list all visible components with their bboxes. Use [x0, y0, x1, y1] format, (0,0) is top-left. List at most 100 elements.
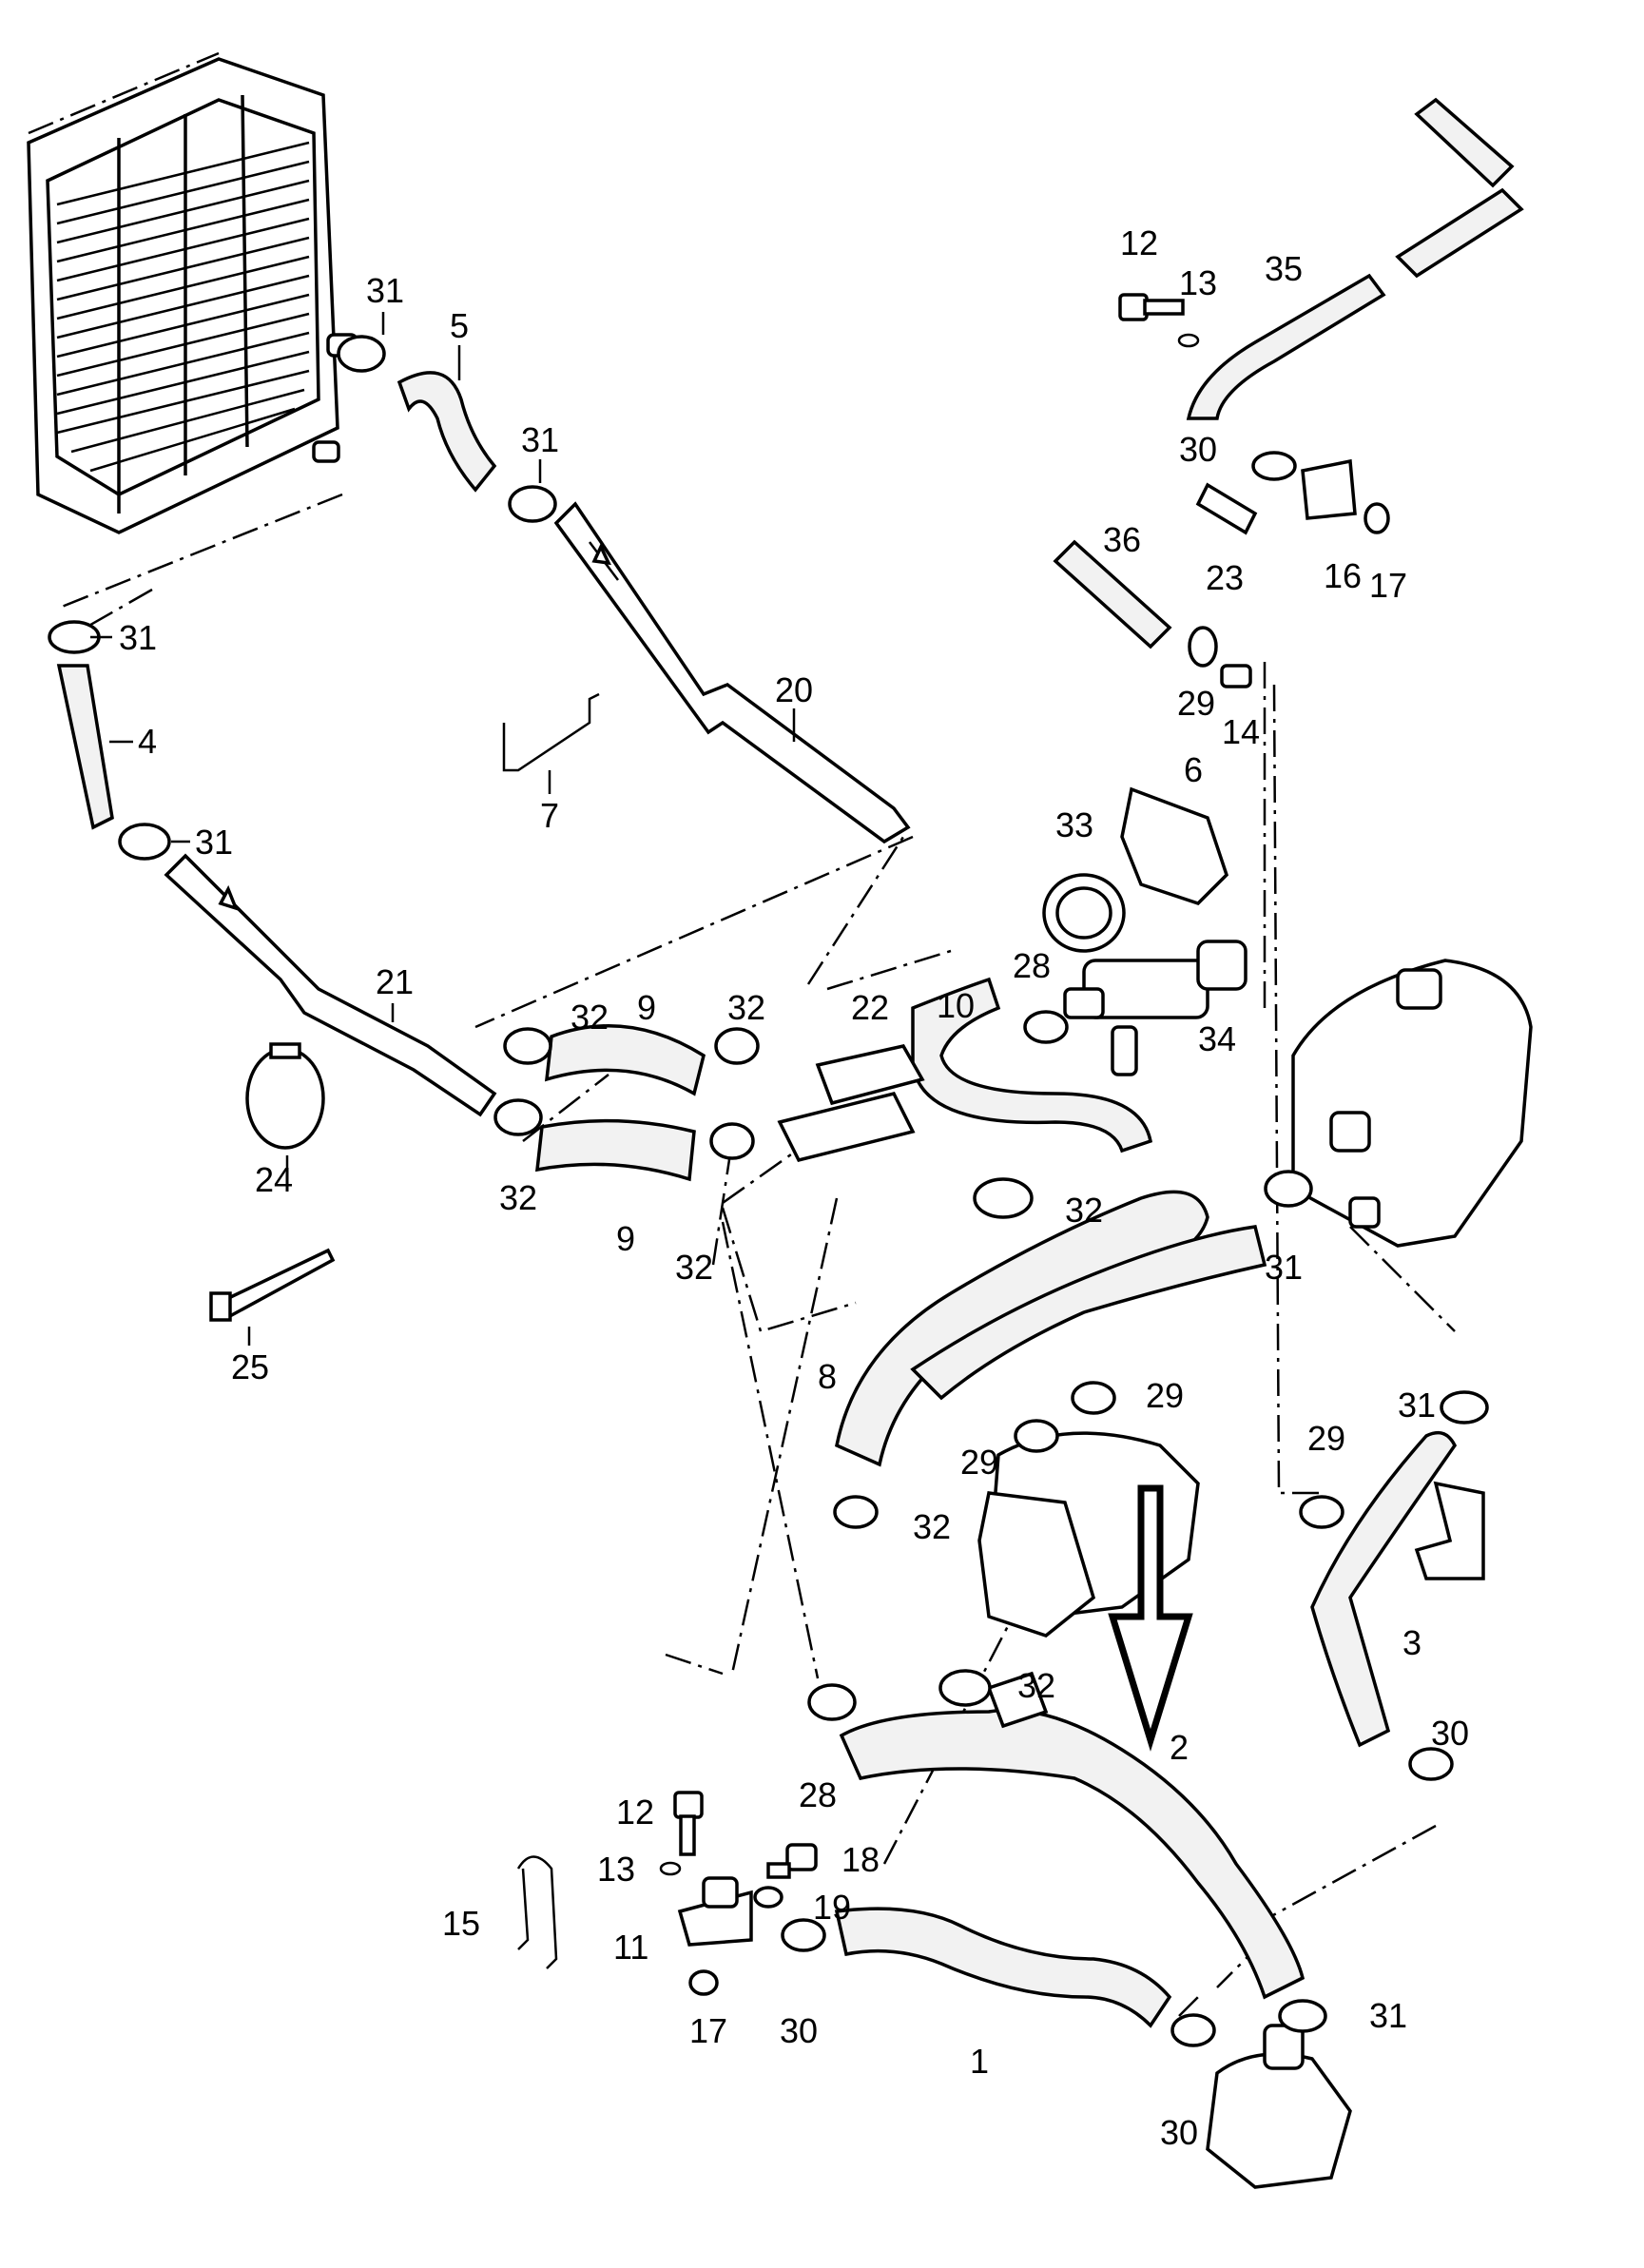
- hose-clamp: [1071, 1381, 1116, 1415]
- callout-11: 11: [613, 1928, 648, 1967]
- oil-cooler: [977, 1431, 1200, 1638]
- hose-35: [1186, 97, 1524, 420]
- callout-29: 29: [1177, 684, 1215, 723]
- callout-29: 29: [1146, 1376, 1184, 1415]
- seal-17-bottom: [688, 1969, 719, 1996]
- hose-clip-24: [245, 1042, 325, 1150]
- callout-32: 32: [913, 1507, 951, 1546]
- hose-clamp: [938, 1669, 992, 1707]
- callout-5: 5: [450, 306, 469, 345]
- pipe-connector-22: [777, 1044, 925, 1163]
- hose-9-lower: [534, 1118, 696, 1182]
- callout-32: 32: [727, 988, 765, 1027]
- callout-33: 33: [1055, 805, 1093, 844]
- clip-15: [516, 1855, 558, 1969]
- bolt-12-top: [1118, 293, 1185, 321]
- callout-31: 31: [1265, 1248, 1303, 1287]
- callout-2: 2: [1170, 1728, 1189, 1767]
- hose-5: [396, 371, 497, 493]
- callout-14: 14: [1222, 712, 1260, 751]
- pipe-20: [553, 501, 911, 844]
- callout-31: 31: [195, 823, 233, 862]
- flange-16: [1301, 458, 1357, 520]
- callout-31: 31: [366, 271, 404, 310]
- callout-32: 32: [571, 998, 609, 1037]
- callout-10: 10: [937, 986, 975, 1025]
- hose-clamp: [337, 335, 386, 373]
- hose-clamp: [1278, 1999, 1327, 2033]
- callout-7: 7: [540, 796, 559, 835]
- clamp-ring-33: [1042, 873, 1126, 953]
- callout-31: 31: [521, 420, 559, 459]
- callout-21: 21: [376, 962, 414, 1001]
- thermostat-housing: [1206, 2024, 1352, 2189]
- hose-clamp: [1188, 626, 1218, 668]
- hose-clamp: [973, 1177, 1034, 1219]
- hose-4: [56, 664, 114, 830]
- callout-23: 23: [1206, 558, 1244, 597]
- flow-direction-arrow: [1108, 1484, 1193, 1752]
- pump-bracket-6: [1120, 786, 1229, 906]
- callout-22: 22: [851, 988, 889, 1027]
- callout-28: 28: [1013, 946, 1051, 985]
- callout-30: 30: [1160, 2113, 1198, 2152]
- hose-10: [911, 977, 1153, 1153]
- callout-30: 30: [780, 2011, 818, 2050]
- callout-12: 12: [1120, 223, 1158, 262]
- hose-9-upper: [544, 1024, 706, 1096]
- temperature-sensor-23: [1195, 482, 1258, 535]
- hose-36: [1053, 539, 1172, 649]
- hose-clamp: [1264, 1170, 1313, 1208]
- callout-4: 4: [138, 722, 157, 761]
- callout-labels: 31 5 31 31 4 31 20 7 21 24 25 32 9 32 22…: [119, 223, 1469, 2152]
- callout-32: 32: [675, 1248, 713, 1287]
- seal-13-top: [1177, 333, 1200, 348]
- hose-clamp: [118, 823, 171, 861]
- callout-36: 36: [1103, 520, 1141, 559]
- callout-31: 31: [119, 618, 157, 657]
- hose-clamp: [503, 1027, 552, 1065]
- callout-31: 31: [1398, 1386, 1436, 1425]
- seal-17-top: [1364, 502, 1390, 534]
- callout-30: 30: [1179, 430, 1217, 469]
- cable-tie-25: [209, 1248, 336, 1322]
- callout-35: 35: [1265, 249, 1303, 288]
- hose-clamp: [1023, 1010, 1069, 1044]
- hose-clamp: [493, 1098, 543, 1136]
- washer-19: [753, 1886, 783, 1909]
- hose-clamp: [1440, 1390, 1489, 1425]
- hose-clamp: [714, 1027, 760, 1065]
- callout-15: 15: [442, 1904, 480, 1943]
- callout-6: 6: [1184, 750, 1203, 789]
- callout-32: 32: [499, 1178, 537, 1217]
- callout-28: 28: [799, 1775, 837, 1814]
- hose-clamp: [807, 1683, 857, 1721]
- hose-clamp: [508, 485, 557, 523]
- hose-clamp: [1408, 1747, 1454, 1781]
- callout-19: 19: [813, 1888, 851, 1927]
- hose-clamp: [1170, 2013, 1216, 2047]
- hose-8: [835, 1190, 1267, 1467]
- callout-17: 17: [1369, 566, 1407, 605]
- callout-31: 31: [1369, 1996, 1407, 2035]
- radiator: [27, 57, 358, 534]
- callout-3: 3: [1402, 1623, 1422, 1662]
- bolt-18: [766, 1843, 818, 1879]
- callout-34: 34: [1198, 1019, 1236, 1058]
- bracket-7: [502, 692, 600, 772]
- callout-16: 16: [1324, 556, 1362, 595]
- hose-1: [834, 1907, 1172, 2028]
- hose-2: [839, 1671, 1306, 2000]
- hose-clamp: [1299, 1495, 1344, 1529]
- callout-30: 30: [1431, 1714, 1469, 1753]
- callout-25: 25: [231, 1347, 269, 1386]
- callout-32: 32: [1065, 1191, 1103, 1230]
- hose-clamp: [709, 1122, 755, 1160]
- callout-8: 8: [818, 1357, 837, 1396]
- callout-32: 32: [1017, 1666, 1055, 1705]
- callout-12: 12: [616, 1793, 654, 1832]
- hose-clamp: [1251, 451, 1297, 481]
- leader-lines: [90, 312, 796, 1346]
- callout-13: 13: [1179, 263, 1217, 302]
